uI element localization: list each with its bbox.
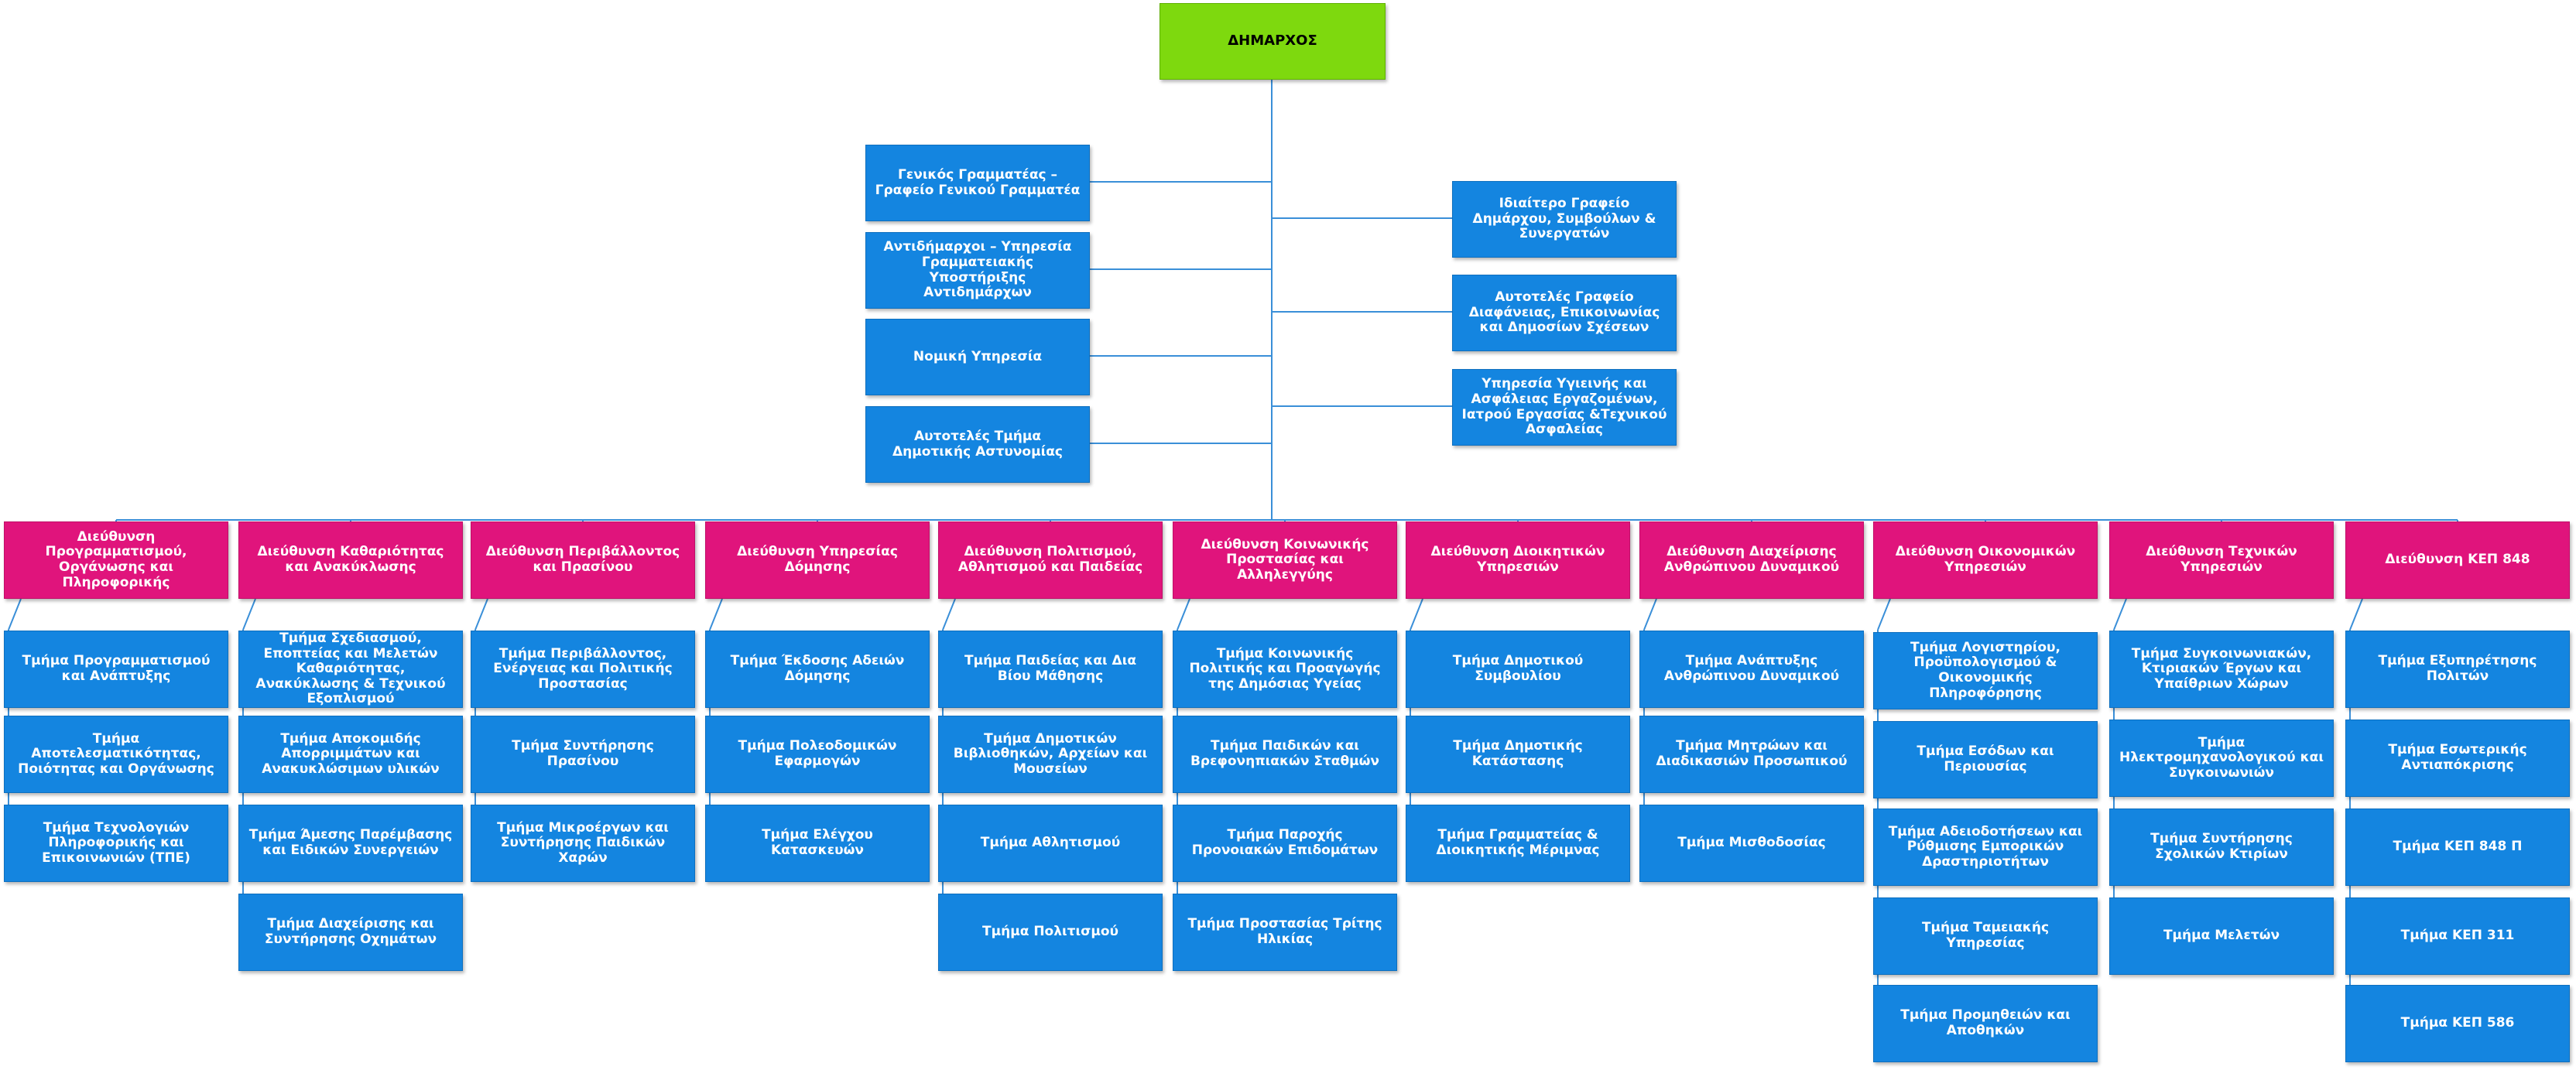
directorate-box[interactable]: Διεύθυνση Υπηρεσίας Δόμησης [705,521,930,599]
department-box[interactable]: Τμήμα Προγραμματισμού και Ανάπτυξης [4,631,228,708]
directorate-box[interactable]: Διεύθυνση Διαχείρισης Ανθρώπινου Δυναμικ… [1639,521,1864,599]
department-box[interactable]: Τμήμα Αποτελεσματικότητας, Ποιότητας και… [4,716,228,793]
department-box[interactable]: Τμήμα Διαχείρισης και Συντήρησης Οχημάτω… [238,894,463,971]
department-box[interactable]: Τμήμα ΚΕΠ 311 [2345,897,2570,975]
department-box[interactable]: Τμήμα Αποκομιδής Απορριμμάτων και Ανακυκ… [238,716,463,793]
department-branch-line [2349,598,2363,631]
department-branch-line [942,598,956,631]
department-branch-line [1177,598,1190,631]
department-box[interactable]: Τμήμα Δημοτικού Συμβουλίου [1406,631,1630,708]
department-box[interactable]: Τμήμα Δημοτικής Κατάστασης [1406,716,1630,793]
department-box[interactable]: Τμήμα Λογιστηρίου, Προϋπολογισμού & Οικο… [1873,632,2098,709]
department-branch-line [1410,598,1423,631]
department-box[interactable]: Τμήμα Αδειοδοτήσεων και Ρύθμισης Εμπορικ… [1873,808,2098,886]
department-branch-line [474,598,488,631]
staff-left-box[interactable]: Αντιδήμαρχοι – Υπηρεσία Γραμματειακής Υπ… [865,232,1090,309]
directorate-box[interactable]: Διεύθυνση ΚΕΠ 848 [2345,521,2570,599]
department-box[interactable]: Τμήμα ΚΕΠ 586 [2345,985,2570,1062]
department-branch-line [242,598,256,631]
department-box[interactable]: Τμήμα Πολεοδομικών Εφαρμογών [705,716,930,793]
staff-left-box[interactable]: Γενικός Γραμματέας – Γραφείο Γενικού Γρα… [865,145,1090,221]
directorate-box[interactable]: Διεύθυνση Κοινωνικής Προστασίας και Αλλη… [1173,521,1397,599]
department-box[interactable]: Τμήμα Παιδείας και Δια Βίου Μάθησης [938,631,1163,708]
department-box[interactable]: Τμήμα Εσόδων και Περιουσίας [1873,721,2098,798]
staff-right-box[interactable]: Ιδιαίτερο Γραφείο Δημάρχου, Συμβούλων & … [1452,181,1677,258]
department-box[interactable]: Τμήμα Πολιτισμού [938,894,1163,971]
department-box[interactable]: Τμήμα Σχεδιασμού, Εποπτείας και Μελετών … [238,631,463,708]
directorate-box[interactable]: Διεύθυνση Οικονομικών Υπηρεσιών [1873,521,2098,599]
department-box[interactable]: Τμήμα Ταμειακής Υπηρεσίας [1873,897,2098,975]
department-box[interactable]: Τμήμα Άμεσης Παρέμβασης και Ειδικών Συνε… [238,805,463,882]
department-branch-line [2113,598,2127,631]
department-box[interactable]: Τμήμα Εσωτερικής Αντιαπόκρισης [2345,720,2570,797]
department-box[interactable]: Τμήμα Προστασίας Τρίτης Ηλικίας [1173,894,1397,971]
department-branch-line [1643,598,1657,631]
staff-left-box[interactable]: Νομική Υπηρεσία [865,319,1090,395]
department-box[interactable]: Τμήμα Συντήρησης Πρασίνου [471,716,695,793]
department-box[interactable]: Τμήμα Μελετών [2109,897,2334,975]
department-box[interactable]: Τμήμα Κοινωνικής Πολιτικής και Προαγωγής… [1173,631,1397,708]
department-box[interactable]: Τμήμα Ηλεκτρομηχανολογικού και Συγκοινων… [2109,720,2334,797]
department-branch-line [1877,598,1891,631]
staff-right-box[interactable]: Υπηρεσία Υγιεινής και Ασφάλειας Εργαζομέ… [1452,369,1677,446]
directorate-box[interactable]: Διεύθυνση Πολιτισμού, Αθλητισμού και Παι… [938,521,1163,599]
department-box[interactable]: Τμήμα Μικροέργων και Συντήρησης Παιδικών… [471,805,695,882]
department-box[interactable]: Τμήμα Ελέγχου Κατασκευών [705,805,930,882]
staff-right-box[interactable]: Αυτοτελές Γραφείο Διαφάνειας, Επικοινωνί… [1452,275,1677,351]
department-box[interactable]: Τμήμα Μητρώων και Διαδικασιών Προσωπικού [1639,716,1864,793]
department-box[interactable]: Τμήμα Γραμματείας & Διοικητικής Μέριμνας [1406,805,1630,882]
department-box[interactable]: Τμήμα Περιβάλλοντος, Ενέργειας και Πολιτ… [471,631,695,708]
directorate-box[interactable]: Διεύθυνση Περιβάλλοντος και Πρασίνου [471,521,695,599]
directorate-box[interactable]: Διεύθυνση Καθαριότητας και Ανακύκλωσης [238,521,463,599]
directorate-box[interactable]: Διεύθυνση Τεχνικών Υπηρεσιών [2109,521,2334,599]
department-branch-line [709,598,723,631]
department-box[interactable]: Τμήμα Αθλητισμού [938,805,1163,882]
department-box[interactable]: Τμήμα Δημοτικών Βιβλιοθηκών, Αρχείων και… [938,716,1163,793]
department-box[interactable]: Τμήμα Συντήρησης Σχολικών Κτιρίων [2109,808,2334,886]
department-box[interactable]: Τμήμα Προμηθειών και Αποθηκών [1873,985,2098,1062]
department-box[interactable]: Τμήμα Συγκοινωνιακών, Κτιριακών Έργων κα… [2109,631,2334,708]
department-box[interactable]: Τμήμα Εξυπηρέτησης Πολιτών [2345,631,2570,708]
directorate-box[interactable]: Διεύθυνση Προγραμματισμού, Οργάνωσης και… [4,521,228,599]
department-box[interactable]: Τμήμα Τεχνολογιών Πληροφορικής και Επικο… [4,805,228,882]
directorate-box[interactable]: Διεύθυνση Διοικητικών Υπηρεσιών [1406,521,1630,599]
mayor-box[interactable]: ΔΗΜΑΡΧΟΣ [1160,3,1386,80]
department-box[interactable]: Τμήμα ΚΕΠ 848 Π [2345,808,2570,886]
department-box[interactable]: Τμήμα Ανάπτυξης Ανθρώπινου Δυναμικού [1639,631,1864,708]
department-branch-line [8,598,22,631]
department-box[interactable]: Τμήμα Μισθοδοσίας [1639,805,1864,882]
staff-left-box[interactable]: Αυτοτελές Τμήμα Δημοτικής Αστυνομίας [865,406,1090,483]
department-box[interactable]: Τμήμα Παροχής Προνοιακών Επιδομάτων [1173,805,1397,882]
department-box[interactable]: Τμήμα Παιδικών και Βρεφονηπιακών Σταθμών [1173,716,1397,793]
department-box[interactable]: Τμήμα Έκδοσης Αδειών Δόμησης [705,631,930,708]
